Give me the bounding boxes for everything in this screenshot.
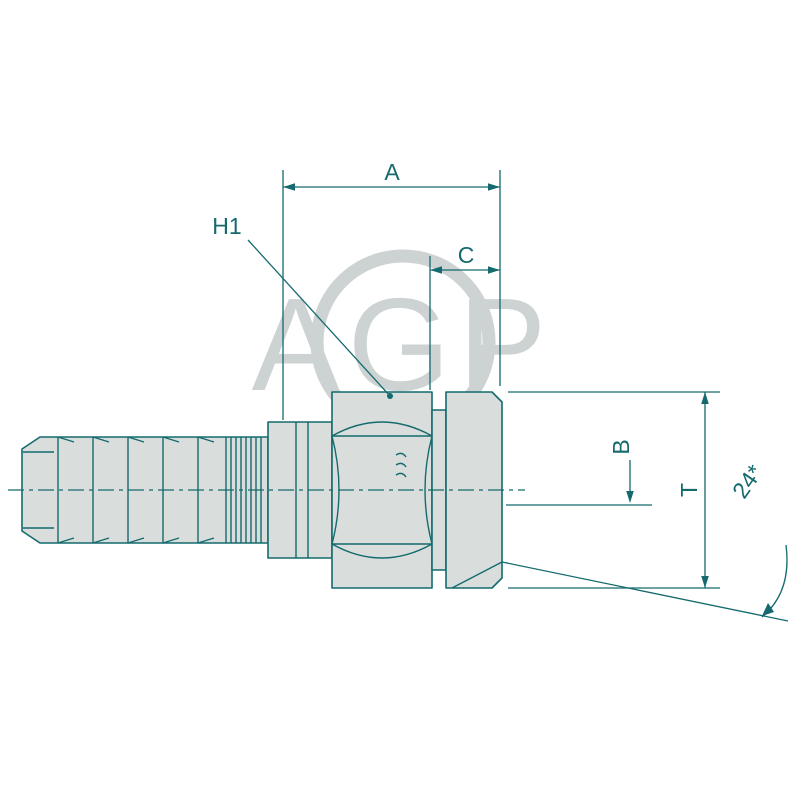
arrow-right-icon bbox=[488, 266, 500, 274]
callout-h1-leader-dot bbox=[387, 393, 393, 399]
cone-seat-edge bbox=[451, 561, 503, 589]
hex-facet-lines bbox=[332, 435, 432, 545]
stamp-mark-icon bbox=[395, 452, 407, 478]
dimension-a-label: A bbox=[384, 159, 400, 185]
arrow-up-icon bbox=[701, 392, 709, 404]
arrow-down-icon bbox=[626, 491, 634, 503]
cone-angle-reference-line bbox=[501, 561, 789, 622]
arrow-down-icon bbox=[701, 576, 709, 588]
hex-chamfer-arcs bbox=[331, 421, 433, 559]
cone-angle-annotation bbox=[501, 544, 789, 622]
dimension-t-label: T bbox=[676, 483, 702, 497]
arrow-arc-icon bbox=[762, 603, 774, 616]
cone-angle-label: 24* bbox=[727, 460, 768, 503]
arrow-left-icon bbox=[430, 266, 442, 274]
dimension-c bbox=[429, 256, 500, 390]
arrow-right-icon bbox=[488, 183, 500, 191]
callout-h1-label: H1 bbox=[212, 213, 241, 239]
dimension-a bbox=[282, 170, 501, 420]
dimension-b bbox=[506, 460, 652, 506]
hose-tail-barb-chamfers bbox=[57, 436, 215, 544]
dimension-b-label: B bbox=[608, 439, 634, 454]
dimension-c-label: C bbox=[458, 242, 475, 268]
dimension-t bbox=[508, 391, 720, 589]
callout-h1-leader-line bbox=[247, 239, 391, 397]
arrow-left-icon bbox=[283, 183, 295, 191]
tail-bore-lines bbox=[23, 451, 54, 529]
callout-h1 bbox=[247, 239, 393, 399]
cone-angle-arc bbox=[761, 544, 788, 618]
